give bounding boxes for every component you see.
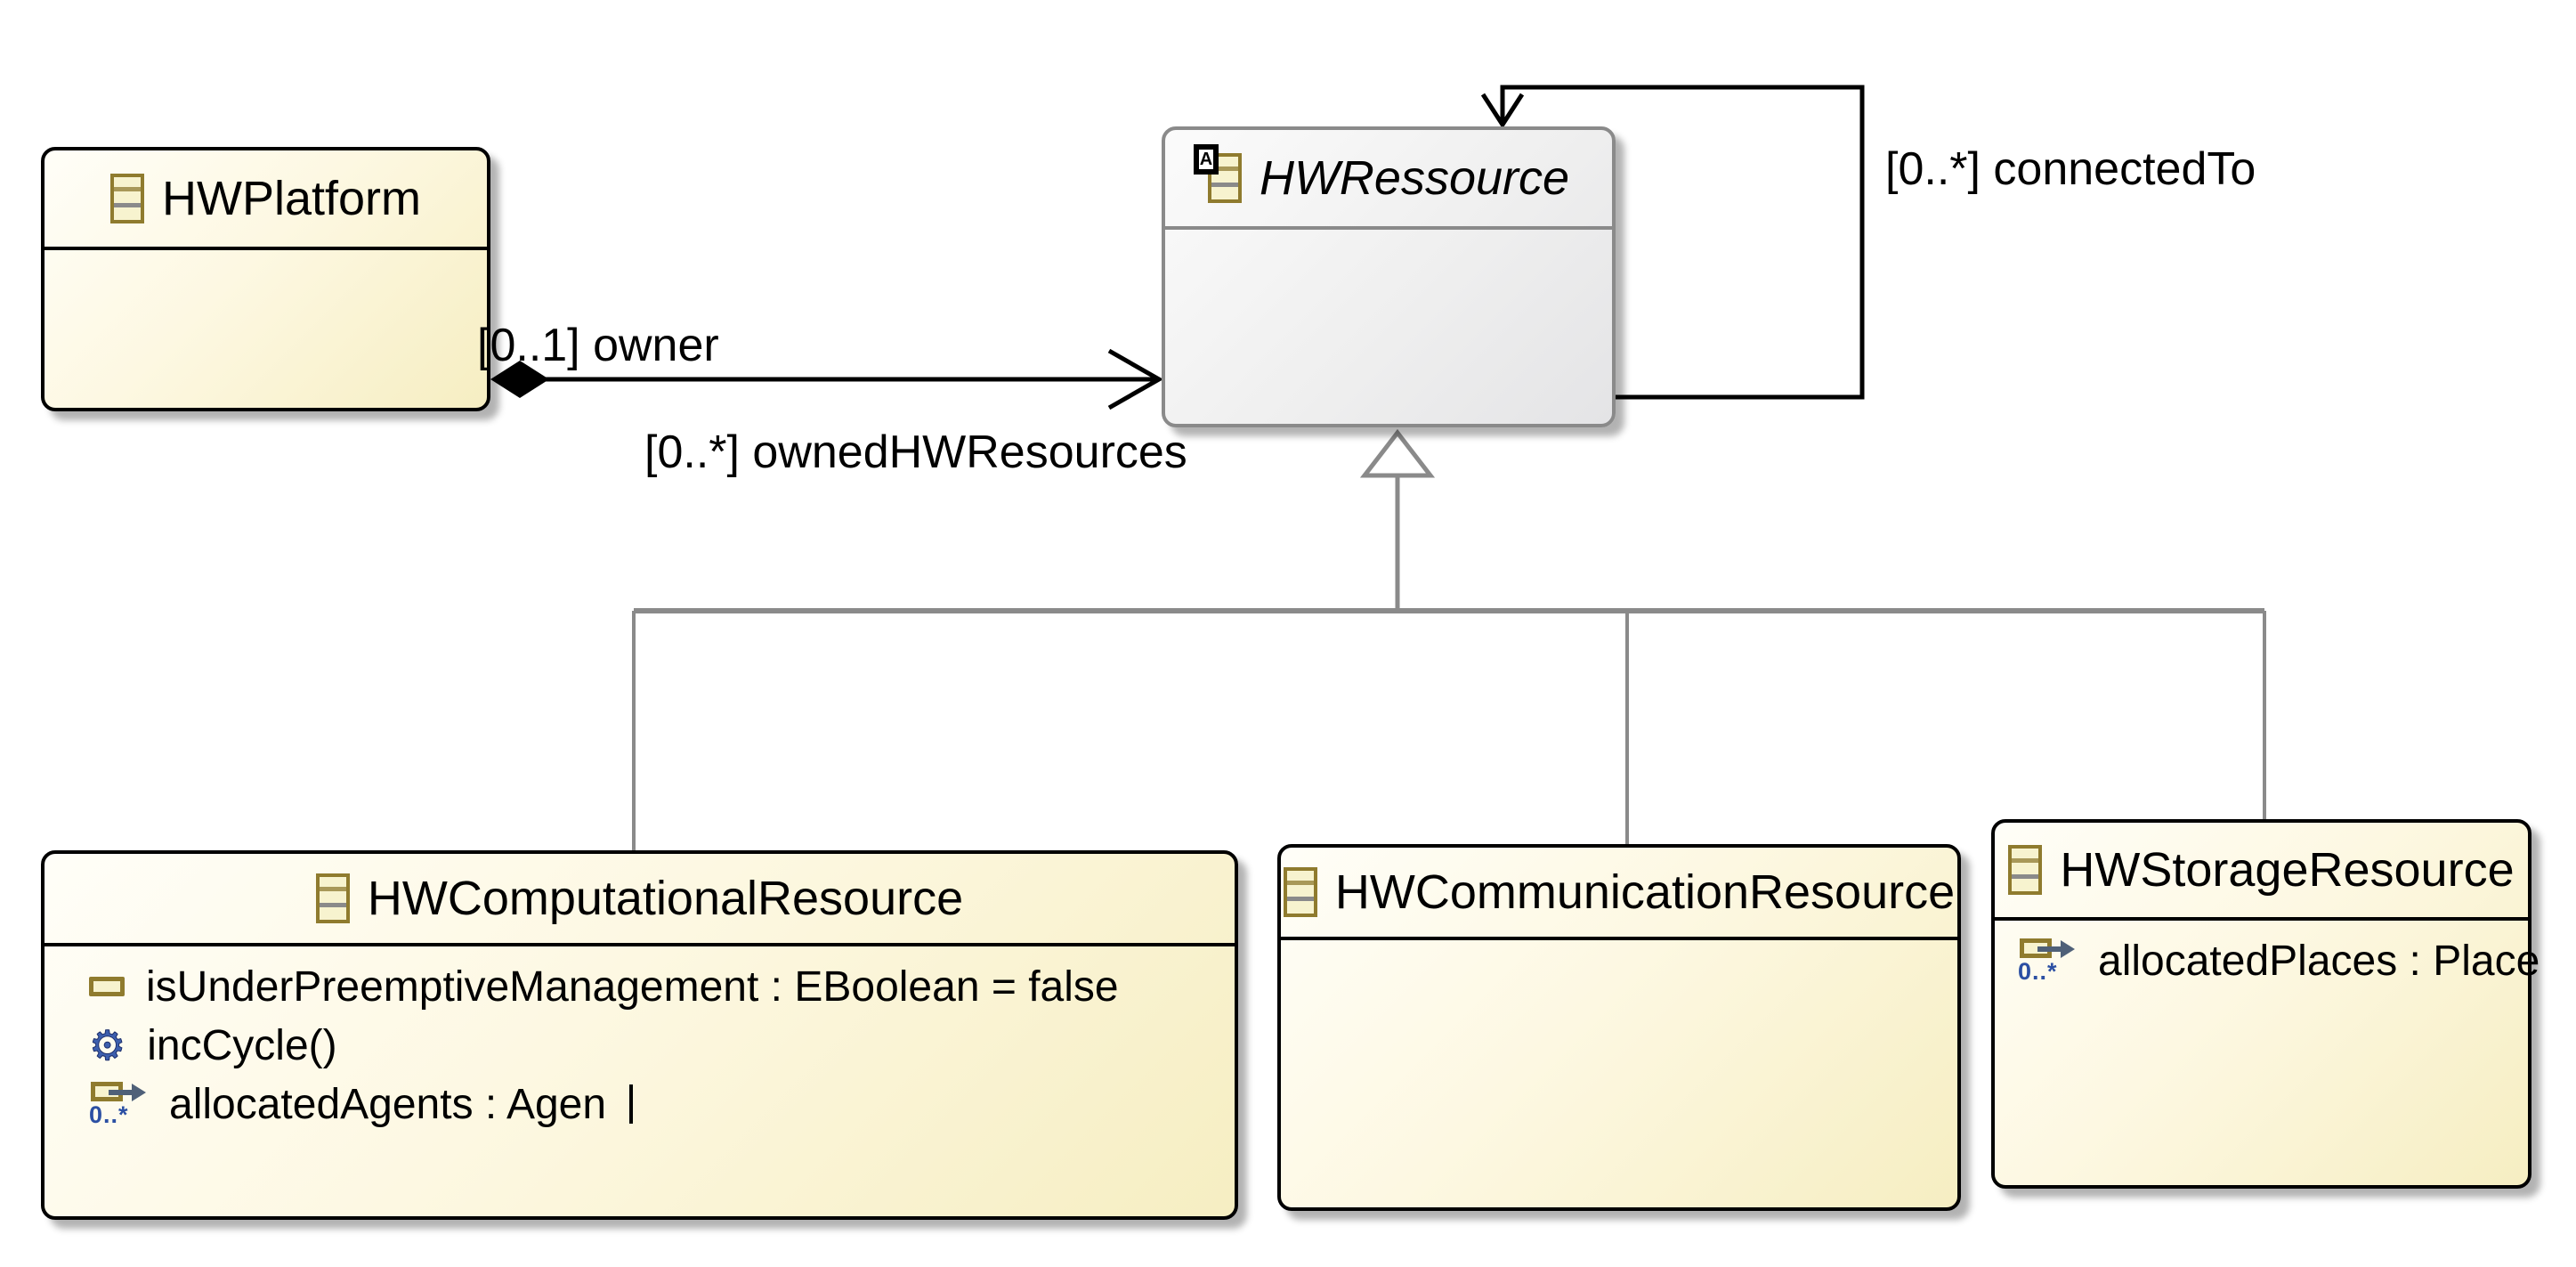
class-icon: [109, 174, 144, 223]
attribute-compartment[interactable]: [1281, 940, 1957, 951]
attribute-compartment[interactable]: [1165, 230, 1612, 240]
attribute-compartment[interactable]: isUnderPreemptiveManagement : EBoolean =…: [45, 946, 1235, 1133]
attribute-compartment[interactable]: [45, 250, 487, 261]
edge-label-ownedhwresources[interactable]: [0..*] ownedHWResources: [644, 426, 1187, 478]
text-truncation-caret: [629, 1084, 634, 1124]
reference-label: allocatedAgents : Agen: [169, 1080, 607, 1128]
class-hwstorageresource[interactable]: HWStorageResource 0..* allocatedPlaces :…: [1991, 819, 2540, 1189]
self-loop-line[interactable]: [1500, 85, 1865, 400]
ereference-icon: 0..*: [89, 1076, 148, 1132]
operation-label: incCycle(): [147, 1021, 337, 1069]
operation-inccycle[interactable]: ⚙ incCycle(): [88, 1016, 1235, 1075]
generalization-triangle-icon: [1359, 428, 1436, 478]
class-name: HWCommunicationResource: [1334, 865, 1956, 919]
class-hwplatform[interactable]: HWPlatform: [41, 147, 490, 411]
class-hwstorageresource-title[interactable]: HWStorageResource: [1995, 823, 2528, 921]
class-hwcomputationalresource[interactable]: HWComputationalResource isUnderPreemptiv…: [41, 850, 1238, 1220]
edge-label-connectedto[interactable]: [0..*] connectedTo: [1885, 143, 2256, 195]
class-icon: [1283, 867, 1317, 917]
reference-label: allocatedPlaces : Place: [2098, 937, 2540, 985]
class-icon: [2008, 845, 2043, 895]
class-name: HWStorageResource: [2060, 843, 2515, 897]
generalization-tree[interactable]: [632, 428, 2266, 852]
class-icon: [315, 873, 350, 923]
reference-allocatedagents[interactable]: 0..* allocatedAgents : Agen: [89, 1075, 1235, 1133]
attribute-compartment[interactable]: 0..* allocatedPlaces : Place: [1995, 921, 2540, 990]
down-arrowhead-icon: [1480, 93, 1525, 129]
edge-connected-to[interactable]: [1480, 85, 1865, 400]
class-hwressource[interactable]: A HWRessource: [1162, 126, 1616, 427]
class-name: HWPlatform: [161, 172, 421, 225]
reference-allocatedplaces[interactable]: 0..* allocatedPlaces : Place: [2018, 931, 2540, 990]
multiplicity-badge: 0..*: [89, 1101, 129, 1128]
class-hwressource-title[interactable]: A HWRessource: [1165, 130, 1612, 230]
edge-label-owner[interactable]: [0..1] owner: [477, 320, 719, 371]
class-hwcomputationalresource-title[interactable]: HWComputationalResource: [45, 854, 1235, 946]
edge-owner-composition[interactable]: [490, 348, 1164, 410]
composition-diamond-icon: [490, 361, 549, 398]
class-name: HWRessource: [1259, 151, 1570, 205]
eattribute-icon: [89, 977, 125, 996]
abstract-class-icon: A: [1193, 144, 1242, 203]
class-hwcommunicationresource-title[interactable]: HWCommunicationResource: [1281, 848, 1957, 940]
eoperation-gear-icon: ⚙: [88, 1022, 126, 1068]
ereference-icon: 0..*: [2018, 933, 2077, 988]
abstract-badge: A: [1193, 144, 1219, 175]
attribute-label: isUnderPreemptiveManagement : EBoolean =…: [146, 962, 1119, 1011]
multiplicity-badge: 0..*: [2018, 958, 2058, 985]
open-arrowhead-icon: [1107, 348, 1164, 410]
class-name: HWComputationalResource: [367, 872, 964, 925]
class-hwcommunicationresource[interactable]: HWCommunicationResource: [1277, 844, 1961, 1211]
class-hwplatform-title[interactable]: HWPlatform: [45, 150, 487, 250]
attribute-isunderpreemptivemanagement[interactable]: isUnderPreemptiveManagement : EBoolean =…: [89, 957, 1235, 1016]
